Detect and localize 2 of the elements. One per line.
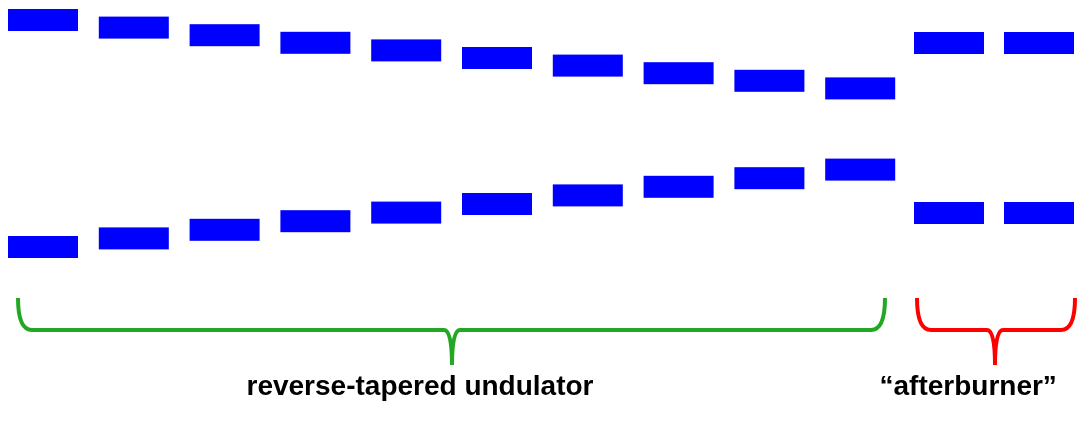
section-label: “afterburner” bbox=[879, 370, 1057, 402]
section-label: reverse-tapered undulator bbox=[246, 370, 594, 402]
